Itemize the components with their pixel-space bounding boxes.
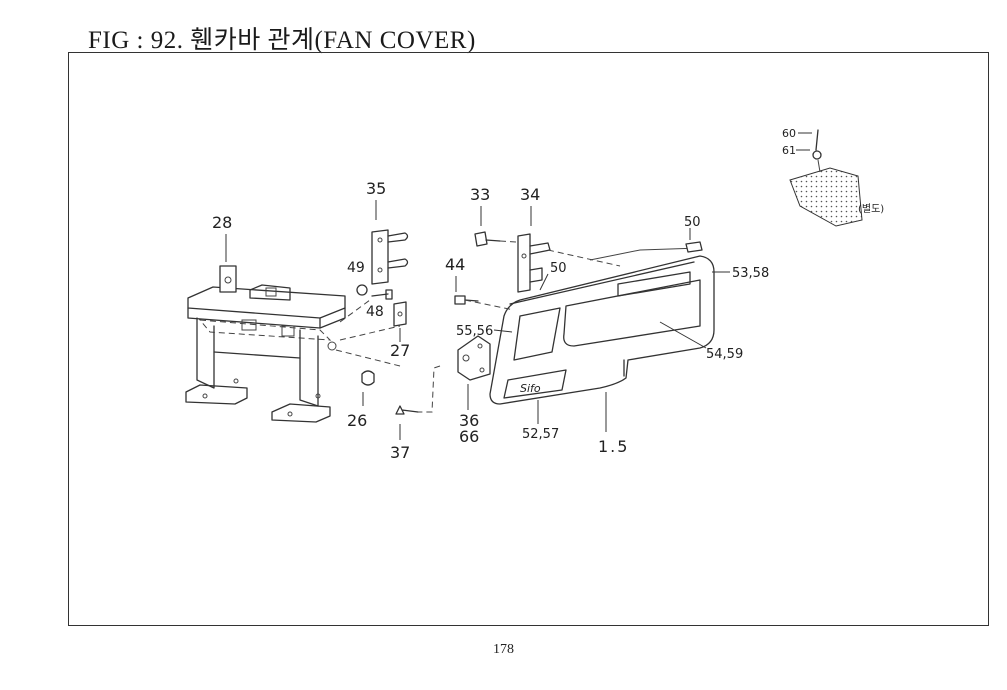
frame-bracket-part <box>185 265 346 423</box>
assembly-lines <box>335 240 621 413</box>
label-36: 36 <box>459 411 479 430</box>
label-61: 61 <box>782 144 796 157</box>
detail-inset-part <box>789 129 863 227</box>
label-1-5: 1.5 <box>598 437 629 456</box>
label-53-58: 53,58 <box>732 266 769 281</box>
label-60: 60 <box>782 127 796 140</box>
label-27: 27 <box>390 341 410 360</box>
fan-cover-part <box>489 247 715 405</box>
clip-bracket-part <box>517 233 551 293</box>
label-44: 44 <box>445 255 465 274</box>
label-28: 28 <box>212 213 232 232</box>
label-50-lower: 50 <box>550 261 567 276</box>
figure-title: FIG : 92. 휀카바 관계(FAN COVER) <box>88 27 476 54</box>
label-34: 34 <box>520 185 540 204</box>
diagram-frame <box>68 52 989 626</box>
hinge-bracket-part <box>371 229 409 285</box>
cover-decal-text: Sifo <box>520 382 541 395</box>
label-48: 48 <box>366 304 384 320</box>
part-labels: 28 35 33 34 50 50 49 44 48 27 26 37 36 6… <box>212 127 884 462</box>
label-66: 66 <box>459 427 479 446</box>
page-number: 178 <box>493 642 514 657</box>
label-49: 49 <box>347 260 365 276</box>
label-26: 26 <box>347 411 367 430</box>
label-37: 37 <box>390 443 410 462</box>
label-55-56: 55,56 <box>456 324 493 339</box>
label-33: 33 <box>470 185 490 204</box>
leader-lines <box>225 132 812 440</box>
mount-plate-part <box>457 335 491 381</box>
small-fastener-parts <box>356 231 501 415</box>
label-50-top: 50 <box>684 215 701 230</box>
cap-part <box>685 241 703 253</box>
label-52-57: 52,57 <box>522 427 559 442</box>
label-54-59: 54,59 <box>706 347 743 362</box>
label-separate-note: (별도) <box>858 203 884 215</box>
label-35: 35 <box>366 179 386 198</box>
